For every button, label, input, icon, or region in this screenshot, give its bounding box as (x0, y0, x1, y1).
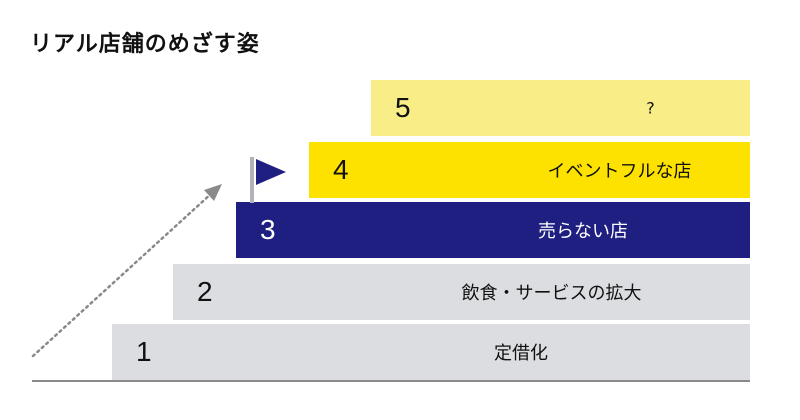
step-3: 3 売らない店 (236, 202, 750, 258)
baseline (32, 380, 750, 382)
step-4-label: イベントフルな店 (547, 161, 692, 182)
step-1: 1 定借化 (112, 324, 750, 380)
step-5-label: ? (646, 98, 655, 118)
step-2: 2 飲食・サービスの拡大 (173, 264, 750, 320)
step-2-number: 2 (197, 276, 213, 307)
step-1-number: 1 (136, 336, 152, 367)
step-4-number: 4 (333, 154, 349, 185)
step-5: 5 ? (371, 80, 750, 136)
step-5-number: 5 (395, 92, 411, 123)
step-2-label: 飲食・サービスの拡大 (461, 283, 642, 304)
flag-icon (250, 157, 286, 203)
step-3-number: 3 (260, 214, 276, 245)
step-4: 4 イベントフルな店 (309, 142, 750, 198)
diagram-title: リアル店舗のめざす姿 (30, 32, 260, 57)
step-1-label: 定借化 (494, 343, 548, 364)
step-3-label: 売らない店 (538, 221, 628, 242)
